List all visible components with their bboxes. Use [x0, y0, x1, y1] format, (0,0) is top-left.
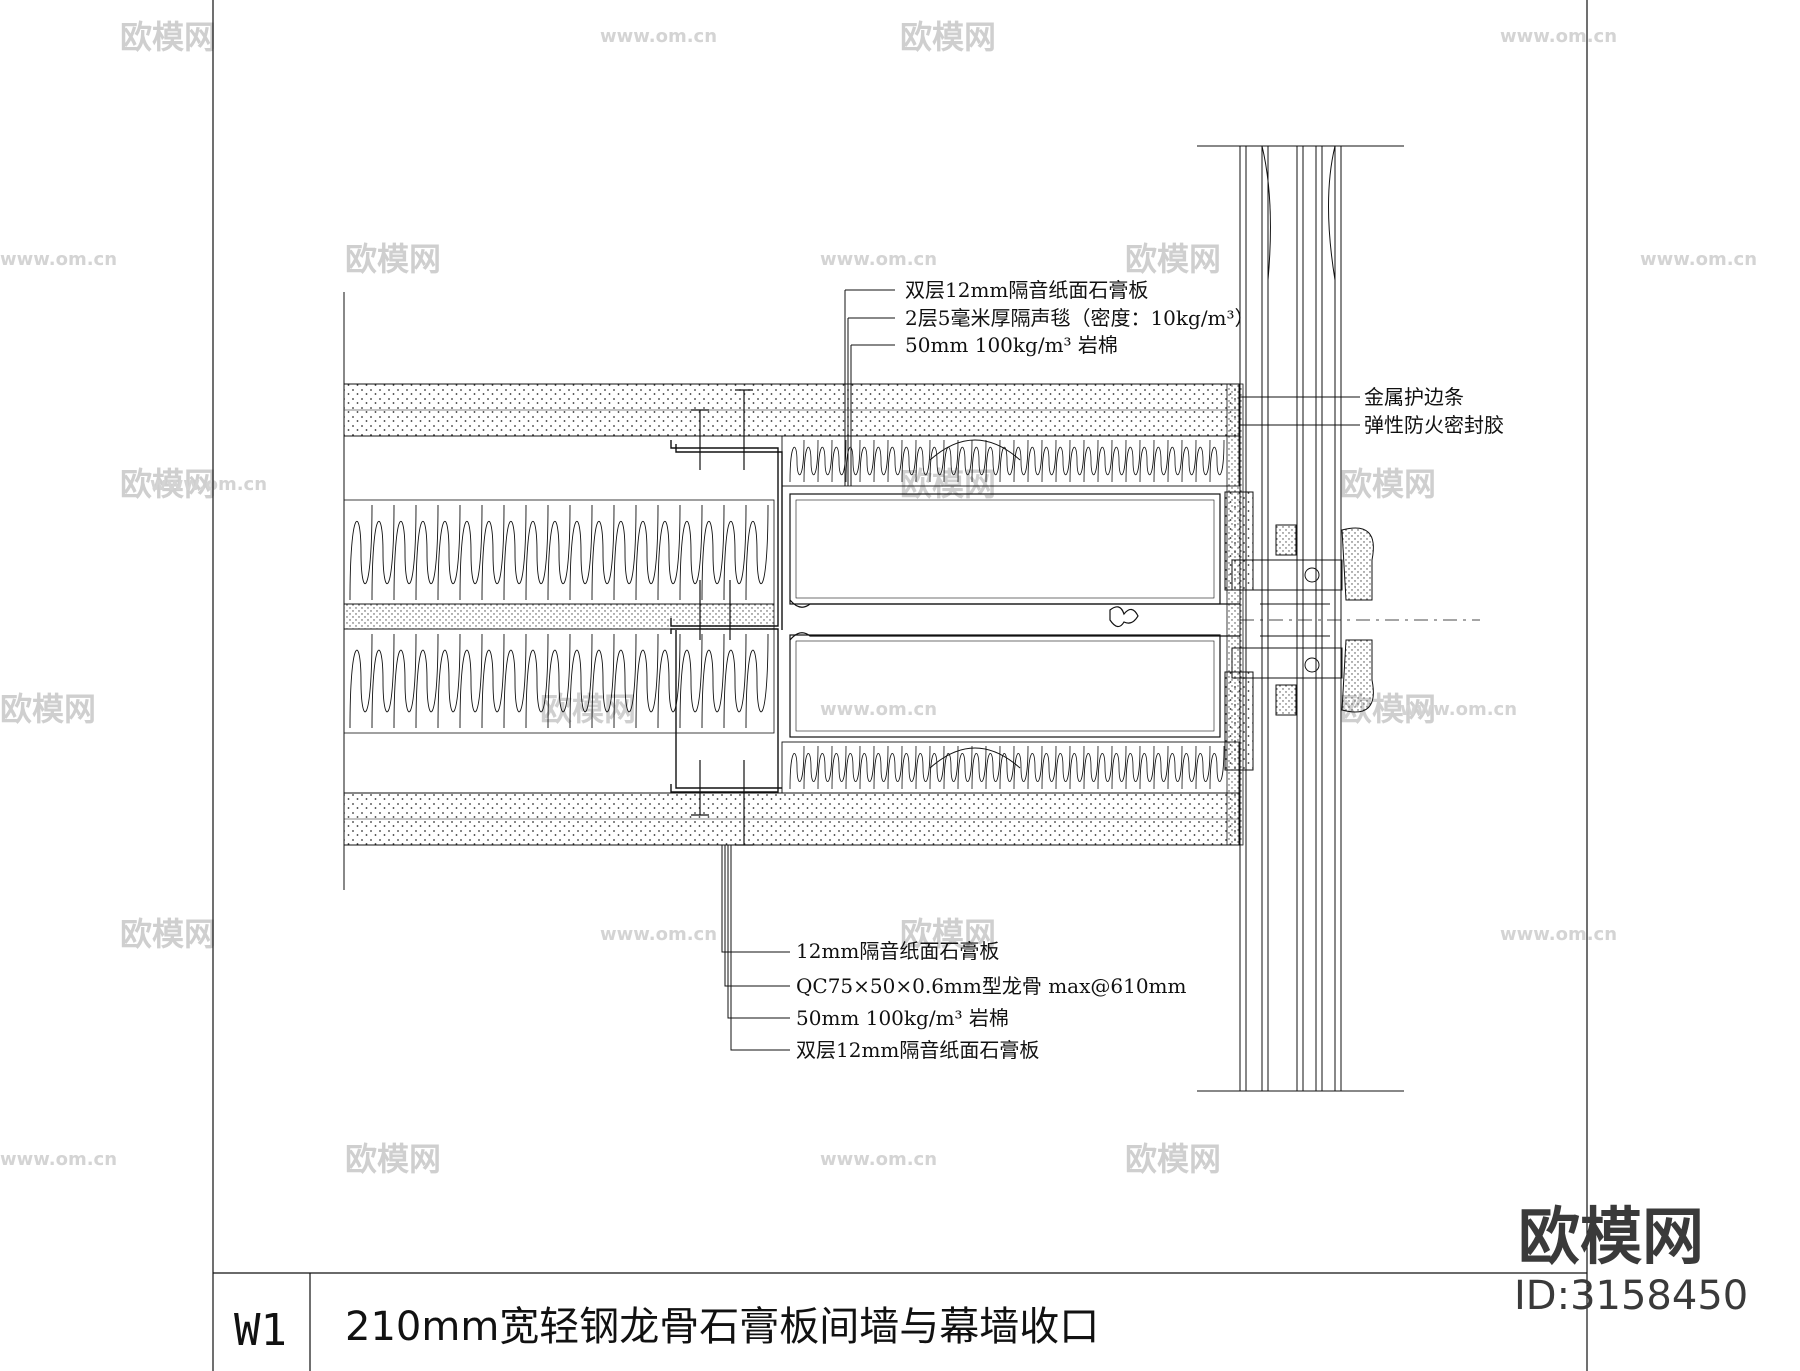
- steel-tube-lower: [789, 634, 1221, 738]
- steel-stud-upper: [670, 440, 783, 630]
- brand-logo-text: 欧模网: [1518, 1200, 1704, 1273]
- watermark-url: www.om.cn: [0, 249, 117, 270]
- callout-right-1: 金属护边条: [1364, 385, 1464, 409]
- watermark-tile: 欧模网: [900, 915, 996, 953]
- acoustic-blanket-lower: [789, 745, 1225, 790]
- curtain-wall: [1197, 145, 1480, 1092]
- watermark-tile: 欧模网: [900, 18, 996, 56]
- watermark-layer: 欧模网欧模网欧模网欧模网欧模网欧模网欧模网欧模网欧模网欧模网欧模网欧模网欧模网欧…: [0, 18, 1757, 1178]
- seal-block-lower: [1224, 671, 1254, 771]
- callout-upper-2: 2层5毫米厚隔声毯（密度：10kg/m³）: [905, 306, 1255, 330]
- drawing-code: W1: [234, 1305, 287, 1356]
- watermark-tile: 欧模网: [120, 915, 216, 953]
- partition-wall: [343, 292, 1254, 890]
- watermark-url: www.om.cn: [1500, 26, 1617, 47]
- watermark-url: www.om.cn: [820, 699, 937, 720]
- watermark-tile: 欧模网: [120, 18, 216, 56]
- leader-lines: [721, 289, 1360, 1051]
- callout-lower-2: QC75×50×0.6mm型龙骨 max@610mm: [796, 974, 1187, 998]
- watermark-url: www.om.cn: [820, 249, 937, 270]
- callout-upper-3: 50mm 100kg/m³ 岩棉: [905, 333, 1118, 357]
- callouts: 双层12mm隔音纸面石膏板 2层5毫米厚隔声毯（密度：10kg/m³） 50mm…: [796, 278, 1504, 1062]
- steel-stud-lower: [670, 628, 782, 793]
- watermark-url: www.om.cn: [1400, 699, 1517, 720]
- seal-block-upper: [1224, 491, 1254, 591]
- sheet-frame: [212, 0, 1588, 1371]
- drawing-title: 210mm宽轻钢龙骨石膏板间墙与幕墙收口: [345, 1304, 1099, 1350]
- connection-arm: [789, 599, 1240, 641]
- brand-id: ID:3158450: [1514, 1273, 1748, 1319]
- screws: [691, 389, 753, 846]
- watermark-url: www.om.cn: [1640, 249, 1757, 270]
- steel-tube-upper: [789, 493, 1221, 605]
- watermark-url: www.om.cn: [820, 1149, 937, 1170]
- watermark-url: www.om.cn: [600, 924, 717, 945]
- watermark-tile: 欧模网: [1125, 240, 1221, 278]
- title-block: W1 210mm宽轻钢龙骨石膏板间墙与幕墙收口: [234, 1304, 1099, 1356]
- watermark-url: www.om.cn: [600, 26, 717, 47]
- watermark-url: www.om.cn: [1500, 924, 1617, 945]
- fire-seal: [1226, 383, 1244, 846]
- callout-upper-1: 双层12mm隔音纸面石膏板: [905, 278, 1148, 302]
- callout-lower-3: 50mm 100kg/m³ 岩棉: [796, 1006, 1009, 1030]
- center-board: [343, 603, 775, 630]
- watermark-url: www.om.cn: [150, 474, 267, 495]
- watermark-url: www.om.cn: [0, 1149, 117, 1170]
- watermark-tile: 欧模网: [120, 465, 216, 503]
- callout-right-2: 弹性防火密封胶: [1364, 413, 1504, 437]
- watermark-tile: 欧模网: [345, 1140, 441, 1178]
- watermark-tile: 欧模网: [345, 240, 441, 278]
- callout-lower-4: 双层12mm隔音纸面石膏板: [796, 1038, 1039, 1062]
- brand-mark: 欧模网 ID:3158450: [1514, 1200, 1748, 1319]
- rock-wool-upper: [349, 504, 769, 601]
- callout-lower-1: 12mm隔音纸面石膏板: [796, 939, 999, 963]
- acoustic-blanket-upper: [789, 439, 1225, 483]
- watermark-tile: 欧模网: [900, 465, 996, 503]
- watermark-tile: 欧模网: [1125, 1140, 1221, 1178]
- watermark-tile: 欧模网: [540, 690, 636, 728]
- rock-wool-lower: [349, 633, 769, 729]
- watermark-tile: 欧模网: [0, 690, 96, 728]
- watermark-tile: 欧模网: [1340, 465, 1436, 503]
